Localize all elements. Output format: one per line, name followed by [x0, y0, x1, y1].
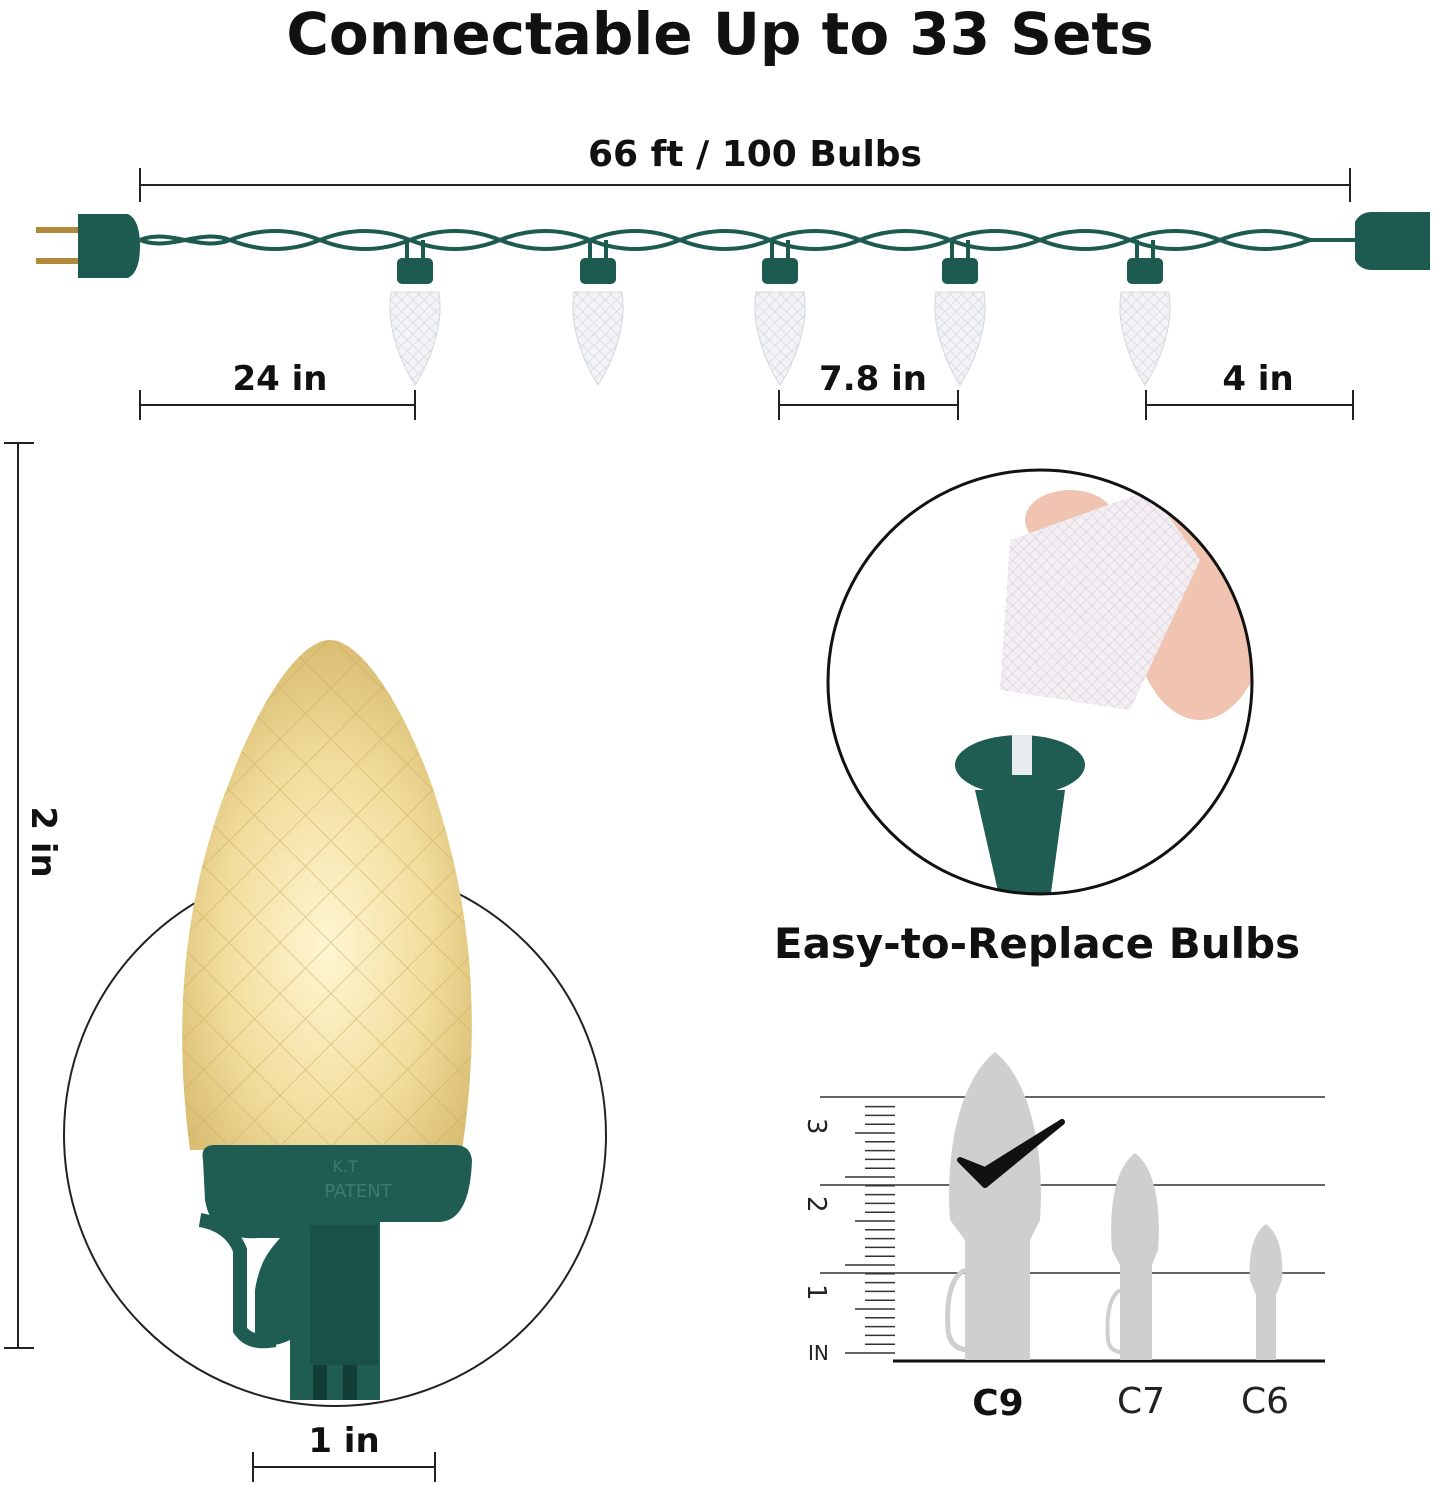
tail-spacing-dimension: 4 in	[1145, 359, 1354, 420]
replace-bulb-photo	[826, 468, 1254, 896]
ruler	[845, 1105, 895, 1354]
c7-silhouette	[1105, 1153, 1159, 1360]
bulb-spacing-label: 7.8 in	[819, 359, 927, 399]
page-title: Connectable Up to 33 Sets	[286, 0, 1153, 68]
ruler-label-1: 1	[801, 1284, 831, 1301]
label-c7: C7	[1117, 1381, 1165, 1422]
ruler-unit: IN	[808, 1341, 829, 1365]
male-plug-icon	[36, 214, 140, 278]
tail-spacing-label: 4 in	[1222, 359, 1293, 399]
label-c9: C9	[972, 1383, 1023, 1424]
replace-caption: Easy-to-Replace Bulbs	[774, 919, 1300, 968]
height-dimension: 2 in	[4, 442, 63, 1349]
lead-spacing-label: 24 in	[232, 359, 327, 399]
base-marking-patent: PATENT	[324, 1181, 392, 1202]
string-bulb	[754, 240, 806, 386]
ruler-label-2: 2	[801, 1196, 831, 1213]
string-bulbs	[389, 240, 1171, 386]
c6-silhouette	[1249, 1224, 1283, 1360]
c9-silhouette	[945, 1052, 1041, 1360]
c9-bulb-closeup: K.T PATENT	[63, 640, 607, 1407]
ruler-label-3: 3	[801, 1118, 831, 1135]
total-length-dimension: 66 ft / 100 Bulbs	[139, 134, 1351, 202]
string-bulb	[1119, 240, 1171, 386]
length-label: 66 ft / 100 Bulbs	[588, 134, 922, 175]
string-bulb	[389, 240, 441, 386]
bulb-spacing-dimension: 7.8 in	[778, 359, 959, 420]
height-label: 2 in	[23, 806, 63, 877]
light-string	[36, 212, 1430, 278]
width-dimension: 1 in	[252, 1421, 436, 1482]
lead-spacing-dimension: 24 in	[139, 359, 416, 420]
string-bulb	[572, 240, 624, 386]
width-label: 1 in	[308, 1421, 379, 1461]
label-c6: C6	[1241, 1381, 1289, 1422]
string-bulb	[934, 240, 986, 386]
size-comparison: 3 2 1 IN C9 C7 C6	[801, 1052, 1325, 1424]
base-marking-kt: K.T	[332, 1157, 358, 1176]
female-socket-icon	[1355, 212, 1430, 270]
checkmark-icon	[957, 1119, 1065, 1188]
